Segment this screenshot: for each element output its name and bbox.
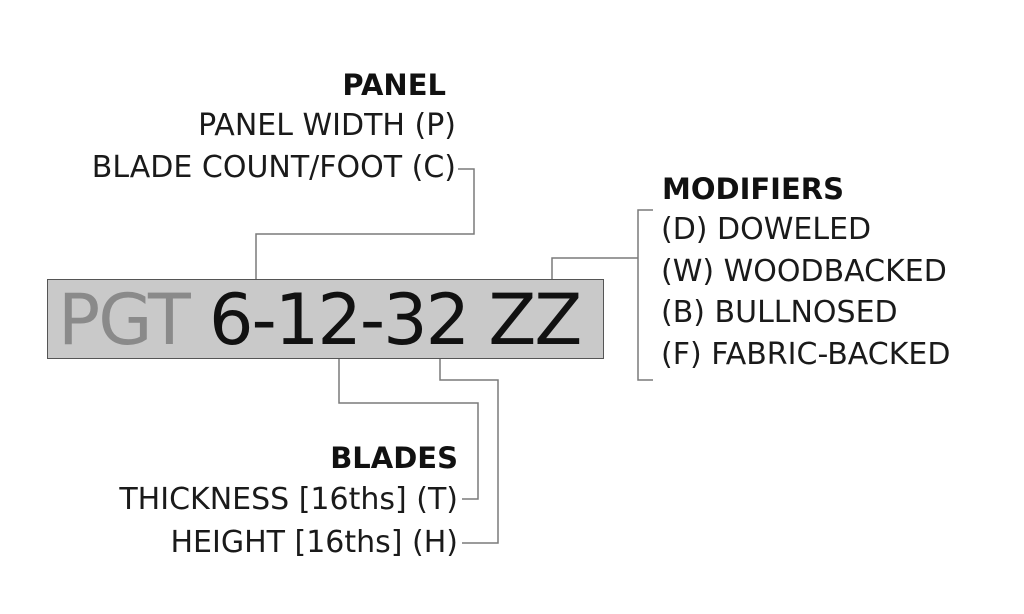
modifier-item-fabric-backed: (F) FABRIC-BACKED [661, 337, 951, 372]
blades-item-thickness: THICKNESS [16ths] (T) [119, 482, 458, 517]
modifiers-connector [551, 257, 638, 279]
modifier-item-bullnosed: (B) BULLNOSED [661, 295, 898, 330]
panel-heading: PANEL [342, 68, 446, 102]
modifier-item-woodbacked: (W) WOODBACKED [661, 254, 947, 289]
modifiers-bracket [637, 209, 653, 381]
blades-item-height: HEIGHT [16ths] (H) [170, 525, 458, 560]
panel-connector [255, 168, 475, 279]
blades-heading: BLADES [330, 441, 458, 475]
part-code-prefix: PGT [58, 279, 191, 361]
panel-item-blade-count: BLADE COUNT/FOOT (C) [91, 150, 456, 185]
part-code-box: PGT 6-12-32 ZZ [47, 279, 604, 359]
part-code-body: 6-12-32 ZZ [208, 279, 582, 361]
thickness-connector [338, 359, 479, 500]
height-connector [439, 359, 499, 544]
modifier-item-doweled: (D) DOWELED [661, 212, 872, 247]
panel-item-width: PANEL WIDTH (P) [198, 108, 456, 143]
modifiers-heading: MODIFIERS [662, 172, 845, 206]
part-code: PGT 6-12-32 ZZ [58, 283, 582, 357]
